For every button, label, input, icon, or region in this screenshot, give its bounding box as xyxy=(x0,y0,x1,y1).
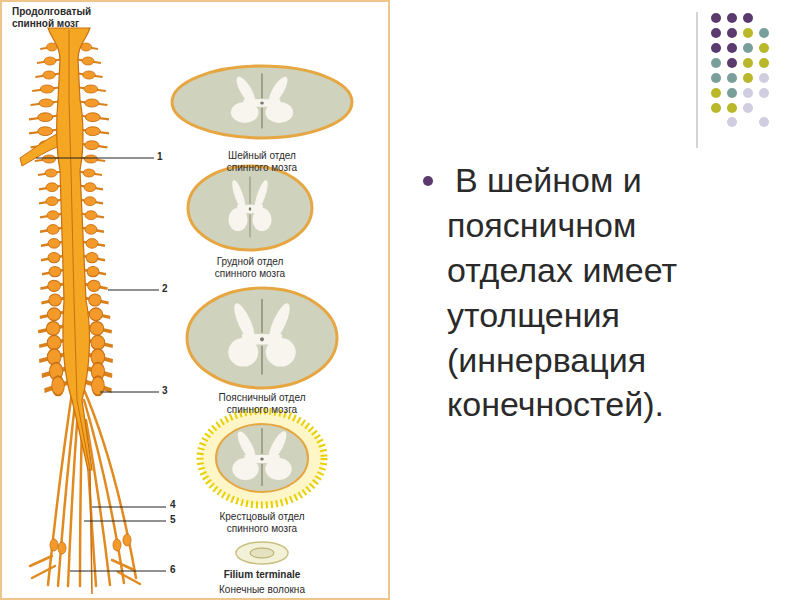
callout-number: 4 xyxy=(170,499,182,511)
picture-frame xyxy=(1,1,389,599)
bullet-dot xyxy=(423,176,433,186)
section-caption: Грудной отдел спинного мозга xyxy=(200,256,300,279)
callout-number: 6 xyxy=(170,564,182,576)
callout-number: 2 xyxy=(162,283,174,295)
filum-terminale-line xyxy=(90,470,92,594)
thoracic-section xyxy=(188,166,312,250)
brachial-nerve xyxy=(20,132,60,166)
median-fissure xyxy=(69,30,90,470)
section-caption: Filium terminale xyxy=(202,569,322,581)
section-caption: Крестцовый отдел спинного мозга xyxy=(207,511,317,534)
lumbar-section xyxy=(187,288,337,388)
decor-dots xyxy=(711,13,769,127)
bullet-text: В шейном и поясничном отделах имеет утол… xyxy=(447,158,735,427)
callout-number: 3 xyxy=(162,385,174,397)
sacral-section xyxy=(200,411,324,505)
section-caption: Конечные волокна xyxy=(202,584,322,596)
spinal-cord xyxy=(48,28,92,470)
structure-label: Продолговатый спинной мозг xyxy=(12,6,102,29)
callout-number: 1 xyxy=(157,151,169,163)
leader-lines xyxy=(36,158,166,571)
filum-section xyxy=(236,542,288,564)
cervical-section xyxy=(172,66,352,138)
section-caption: Поясничный отдел спинного мозга xyxy=(207,392,317,415)
cauda-equina xyxy=(30,380,140,586)
section-caption: Шейный отдел спинного мозга xyxy=(212,150,312,173)
callout-number: 5 xyxy=(170,514,182,526)
divider-line xyxy=(697,12,698,148)
